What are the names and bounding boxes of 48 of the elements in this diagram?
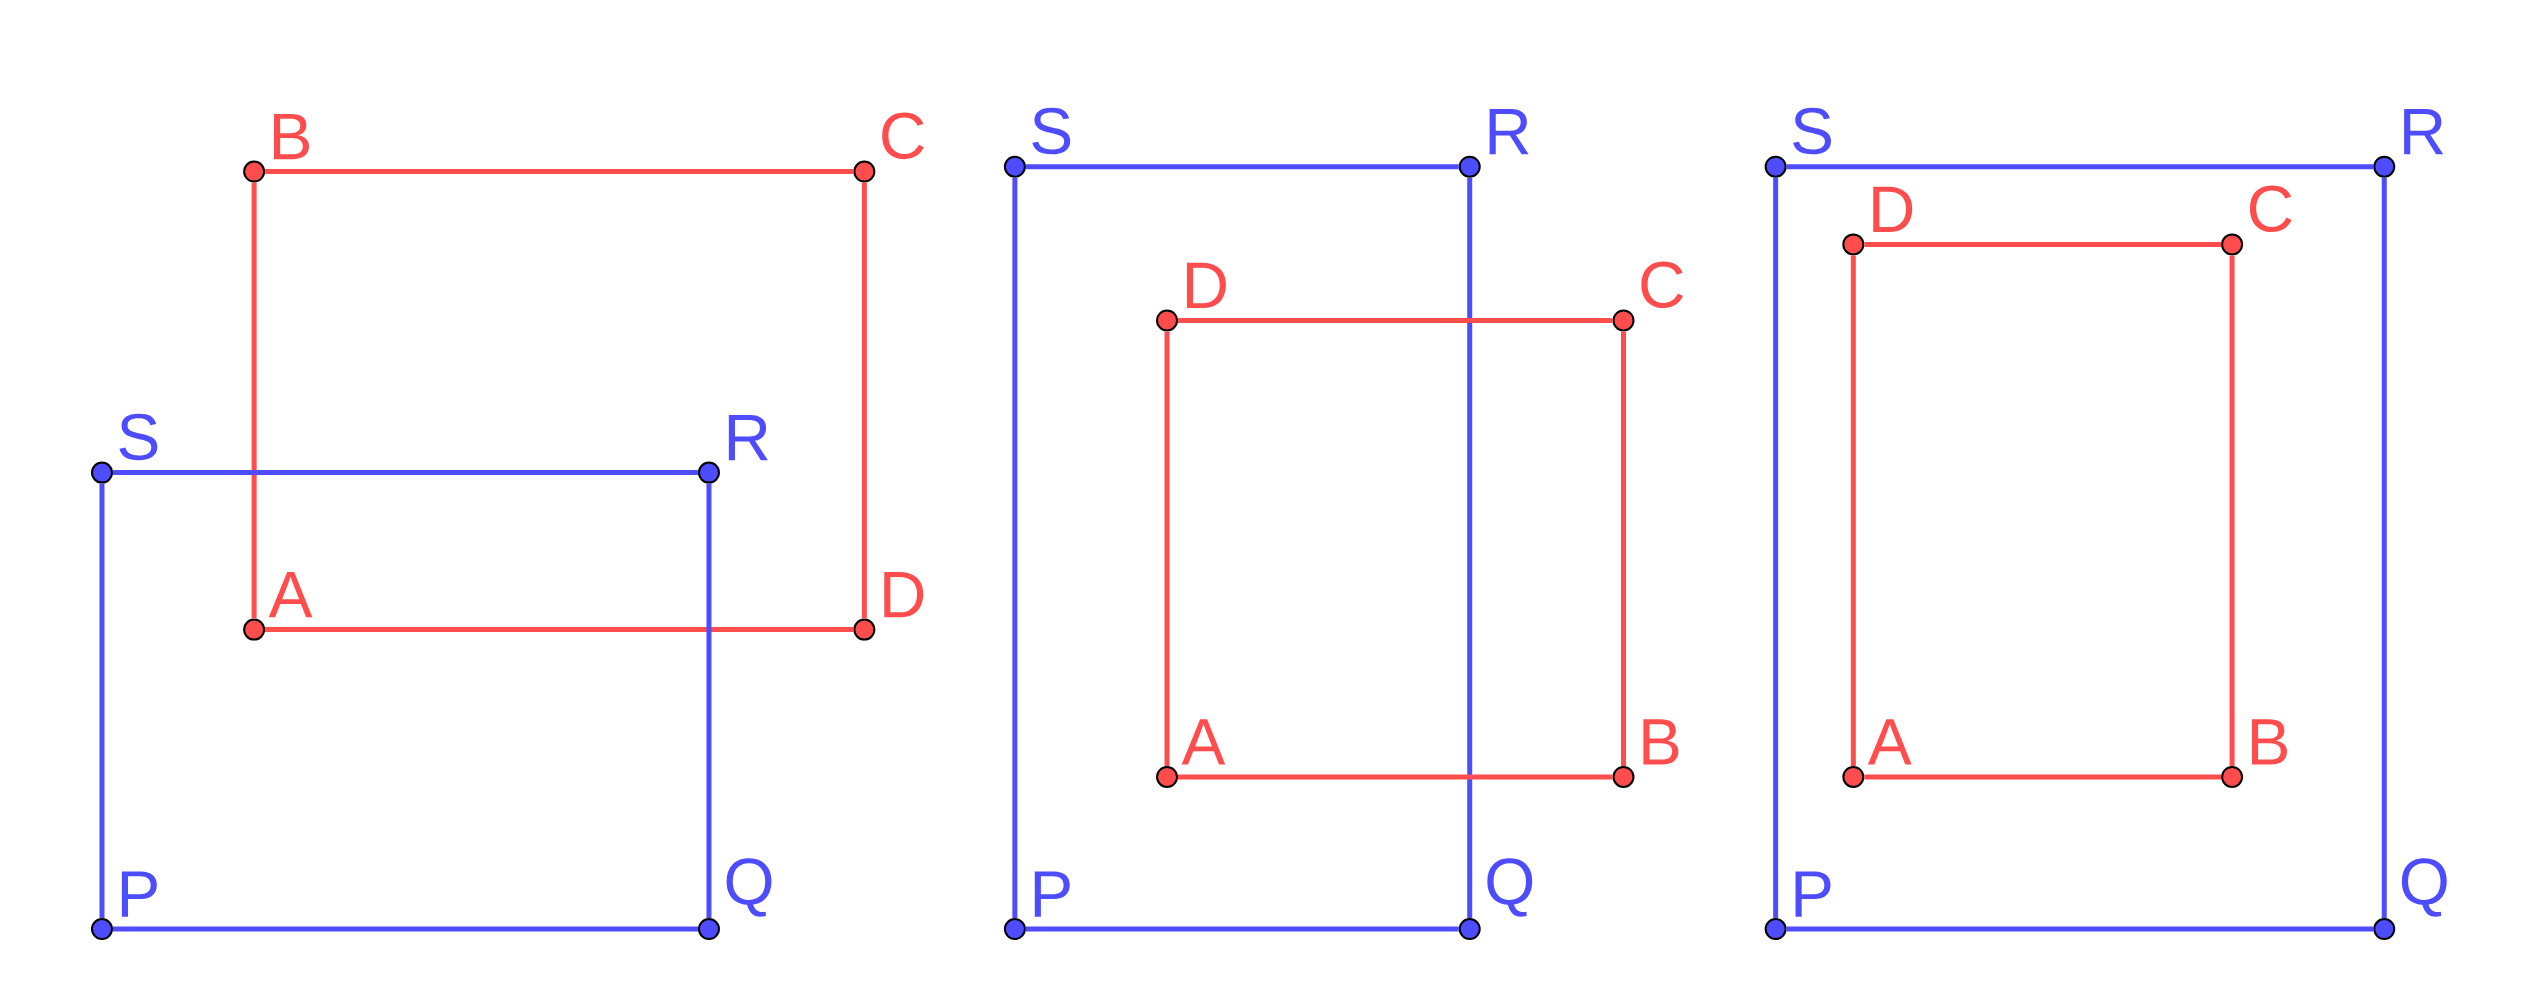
point-label: C: [882, 112, 924, 160]
point-label: R: [728, 414, 768, 461]
point-label: P: [1795, 871, 1831, 917]
point-label: C: [2249, 185, 2292, 232]
point-label: C: [1641, 261, 1683, 309]
point-label: S: [1793, 107, 1831, 155]
point-label: B: [2252, 719, 2287, 765]
rectangle-side: [1467, 177, 1473, 919]
rectangle-side: [1786, 926, 2374, 932]
rectangle-side: [1178, 774, 1613, 780]
point-label: P: [1034, 871, 1070, 917]
rectangle-side: [2381, 177, 2387, 919]
rectangle-side: [1025, 164, 1459, 170]
rectangle-side: [1773, 177, 1779, 919]
rectangle-side: [1786, 164, 2374, 170]
rectangle-side: [1864, 774, 2222, 780]
rectangle-side: [1025, 926, 1459, 932]
rectangle-side: [251, 182, 257, 619]
rectangle-side: [265, 169, 854, 175]
rectangle-side: [99, 483, 105, 919]
point-label: D: [1873, 186, 1913, 232]
rectangle-side: [113, 926, 698, 932]
point-label: R: [1489, 109, 1529, 155]
point-label: R: [2404, 109, 2444, 155]
rectangle-side: [265, 627, 854, 633]
rectangle-side: [1864, 241, 2222, 247]
rectangle-side: [1012, 177, 1018, 919]
point-label: D: [1186, 262, 1226, 309]
point-label: P: [121, 871, 157, 917]
point-label: B: [274, 113, 309, 160]
point-label: D: [884, 571, 924, 618]
rectangle-side: [1178, 317, 1613, 323]
point-label: S: [119, 413, 158, 461]
point-label: A: [1181, 719, 1226, 765]
point-label: B: [1643, 719, 1679, 765]
point-label: A: [1867, 719, 1912, 765]
rectangle-side: [1621, 331, 1626, 766]
point-label: Q: [2401, 858, 2447, 917]
rectangle-side: [113, 470, 698, 476]
point-label: A: [268, 571, 313, 618]
rectangle-side: [1850, 255, 1856, 766]
point-label: S: [1032, 107, 1071, 155]
point-label: Q: [1487, 858, 1533, 917]
point-label: Q: [726, 858, 772, 917]
rectangle-side: [2229, 255, 2235, 766]
rectangle-side: [1164, 331, 1170, 766]
rectangle-side: [861, 182, 867, 619]
rectangle-side: [706, 483, 712, 919]
